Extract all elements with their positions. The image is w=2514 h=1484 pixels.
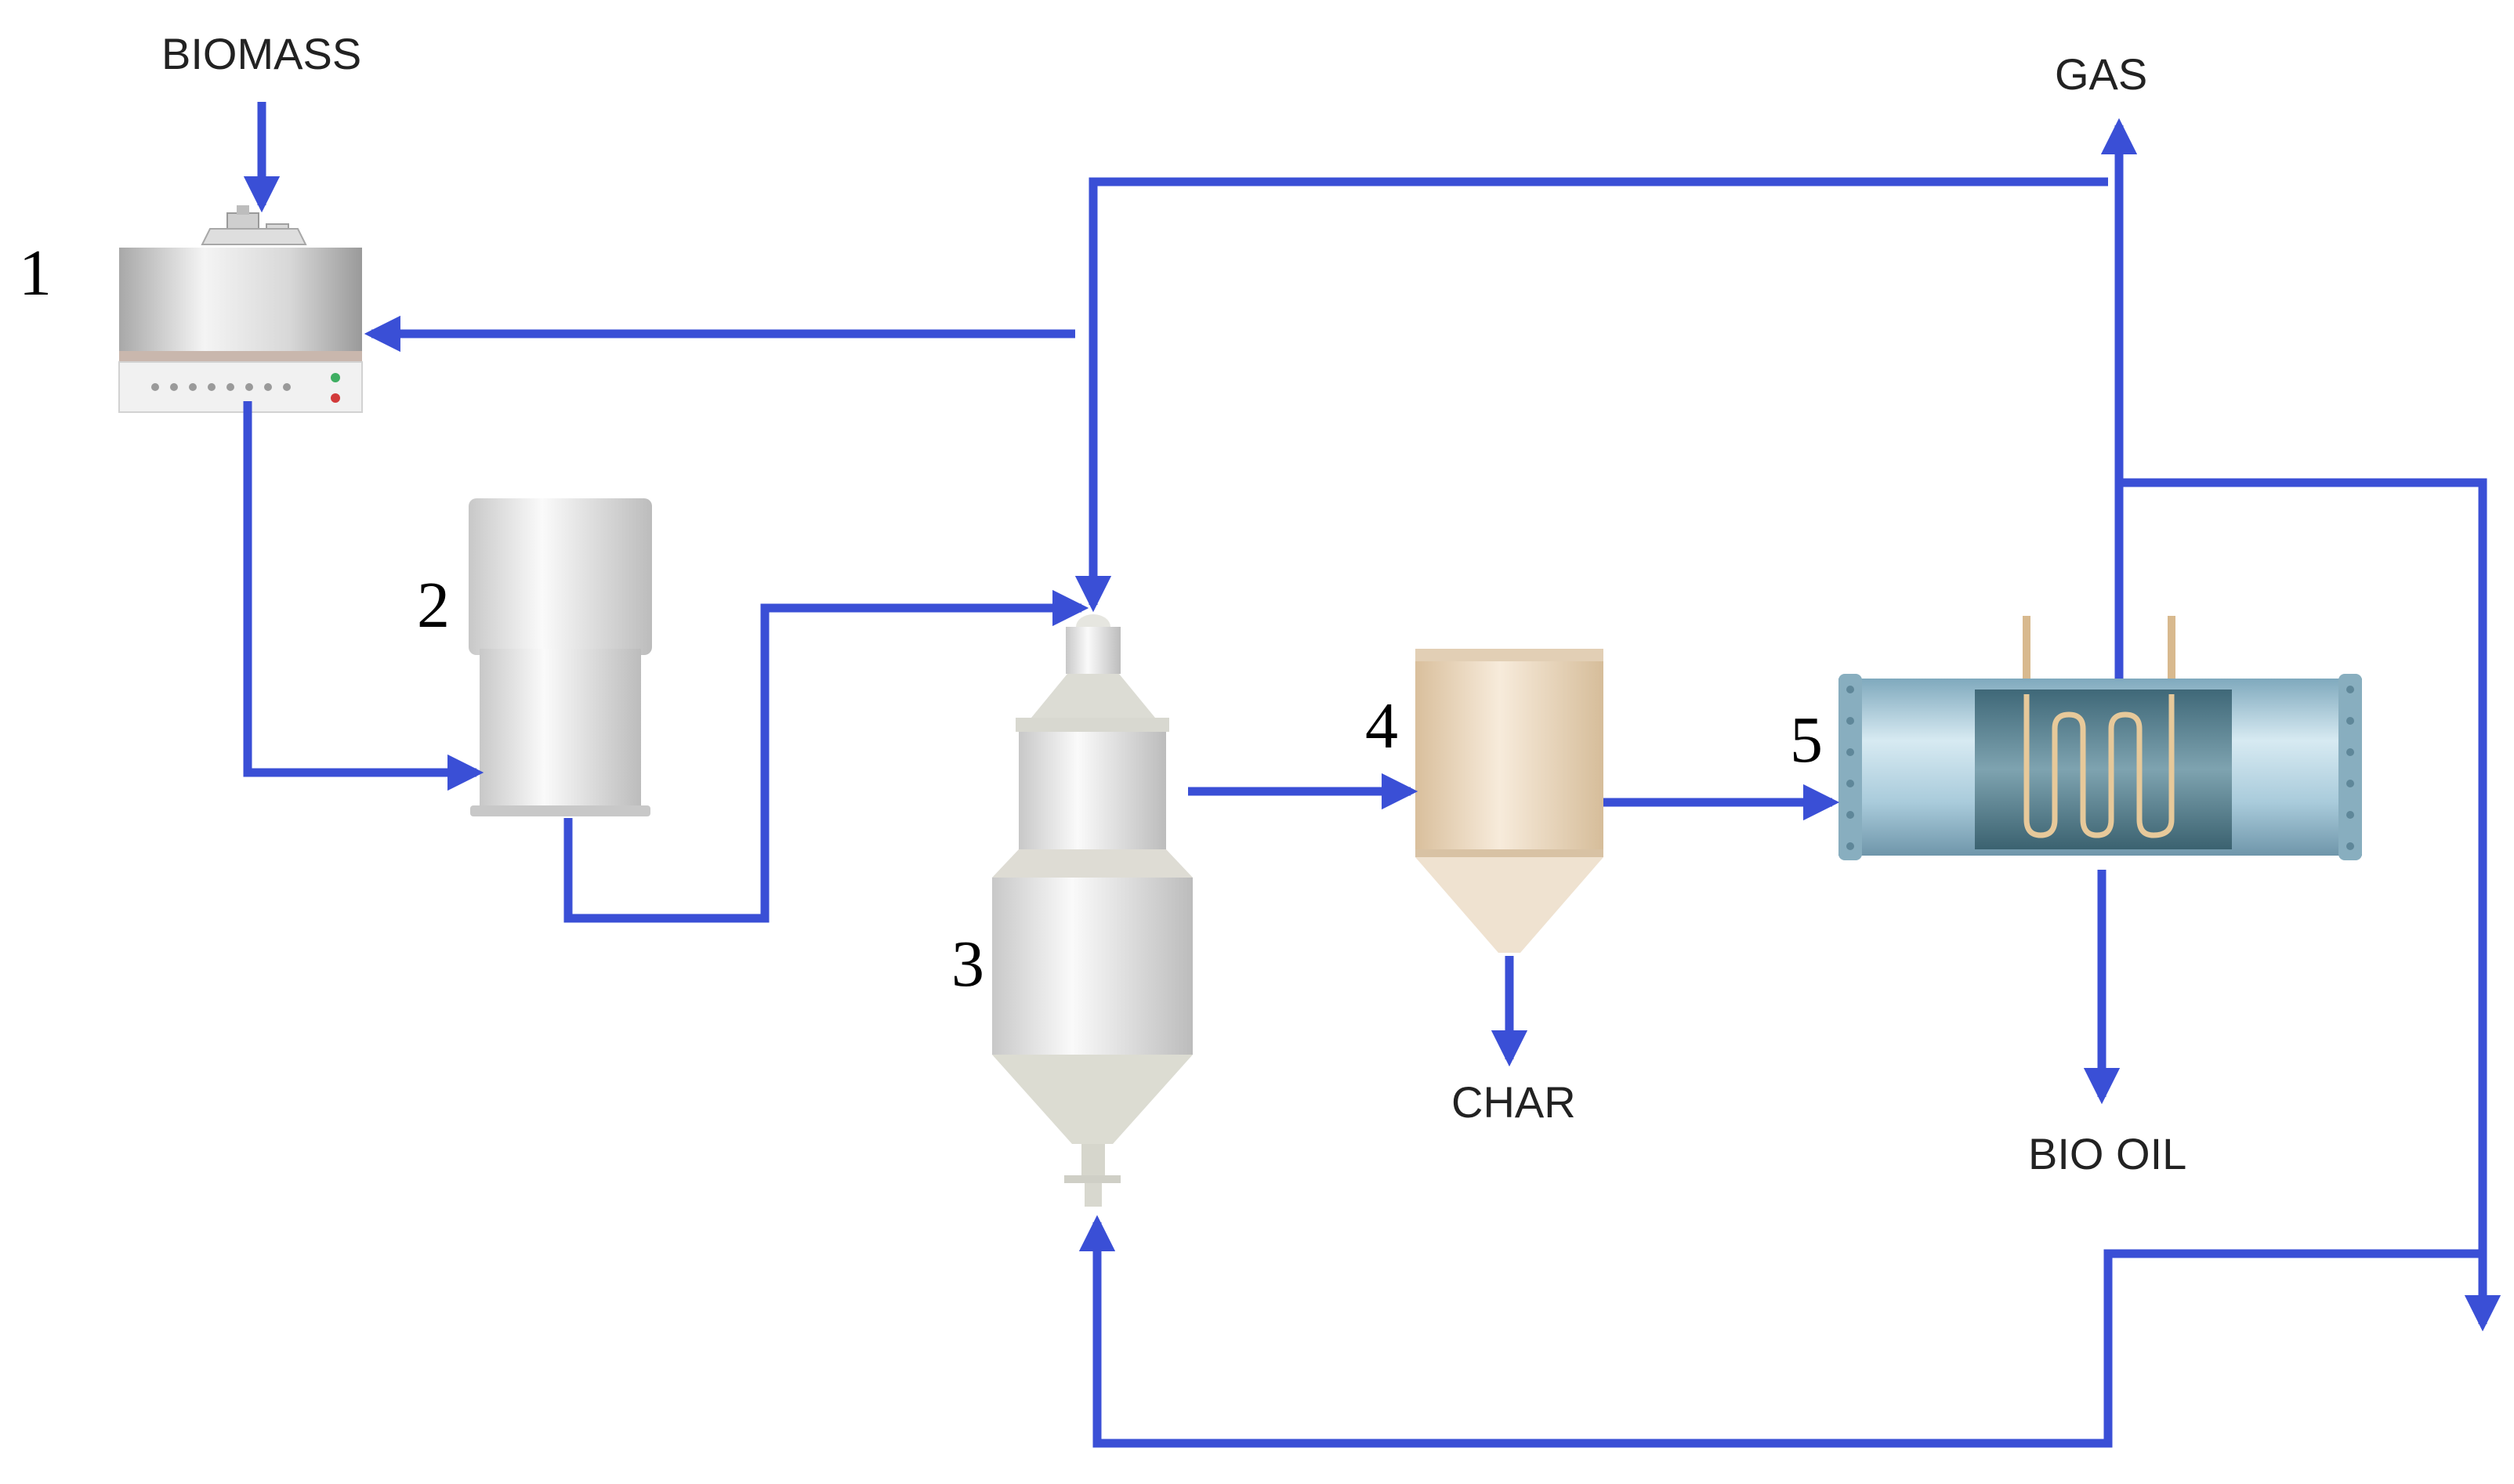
unit-number-4: 4 xyxy=(1365,690,1398,762)
flow-gas-branch-right xyxy=(2119,478,2501,1332)
label-char: CHAR xyxy=(1451,1077,1576,1127)
label-gas: GAS xyxy=(2055,49,2147,99)
label-biomass: BIOMASS xyxy=(161,29,361,78)
flow-feeder-to-grinder xyxy=(243,401,484,791)
unit-4-cyclone xyxy=(1415,649,1603,953)
flow-recycle-to-reactor-base xyxy=(1078,1214,2483,1448)
unit-number-2: 2 xyxy=(417,569,450,642)
flow-grinder-to-reactor xyxy=(563,589,1089,923)
unit-2-grinder xyxy=(469,498,652,816)
unit-5-condenser xyxy=(1838,616,2362,860)
label-bio-oil: BIO OIL xyxy=(2028,1129,2186,1178)
unit-3-reactor xyxy=(992,614,1193,1207)
flow-gas-recycle-to-reactor xyxy=(1074,177,2108,613)
unit-1-feeder xyxy=(118,205,363,413)
unit-number-5: 5 xyxy=(1790,704,1823,776)
unit-number-1: 1 xyxy=(19,237,52,309)
unit-number-3: 3 xyxy=(951,928,984,1001)
